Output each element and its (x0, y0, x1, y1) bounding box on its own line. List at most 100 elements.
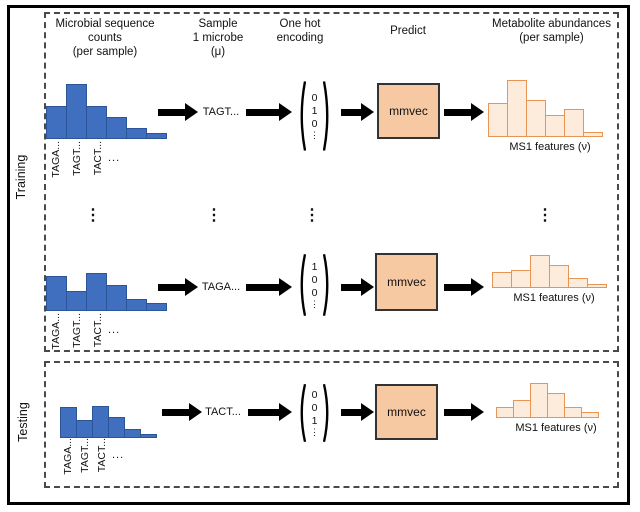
hist-bar (140, 434, 157, 438)
mmvec-model-box: mmvec (377, 83, 440, 139)
arrow-right-icon (162, 403, 202, 421)
sequence-x-label: TAGT... (79, 438, 91, 473)
vector-entry: 1 (311, 261, 318, 273)
model-label: mmvec (387, 405, 426, 419)
hist-bar (581, 412, 599, 418)
header-line: counts (88, 32, 122, 44)
header-predict: Predict (366, 24, 450, 38)
sampled-microbe-text: TACT... (205, 406, 241, 418)
hist-bar (108, 417, 125, 438)
mmvec-model-box: mmvec (375, 253, 438, 311)
vector-ellipsis: ⋮ (310, 427, 319, 437)
hist-bar (587, 284, 607, 288)
hist-bar (126, 299, 147, 311)
mmvec-model-box: mmvec (375, 384, 438, 440)
sequence-x-label-ellipsis: ... (108, 152, 121, 164)
sequence-x-label: TAGT... (71, 141, 83, 176)
one-hot-vector: 0 1 0 ⋮ (298, 80, 338, 152)
header-sample-1-microbe: Sample 1 microbe (μ) (175, 17, 261, 59)
right-paren-icon (323, 384, 329, 442)
header-line: (μ) (210, 46, 226, 58)
header-metabolite-abundances: Metabolite abundances (per sample) (481, 17, 622, 45)
arrow-right-icon (158, 278, 198, 296)
vector-entry: 0 (311, 274, 318, 286)
sequence-x-label: TAGA... (50, 313, 62, 350)
ms1-features-label: MS1 features (ν) (515, 422, 597, 434)
hist-bar (66, 84, 87, 139)
hist-bar (86, 273, 107, 311)
vector-entry: 0 (311, 402, 318, 414)
hist-bar (507, 80, 527, 137)
vector-entry: 1 (311, 415, 318, 427)
sampled-microbe-text: TAGT... (202, 106, 240, 118)
vector-ellipsis: ⋮ (310, 299, 319, 309)
metabolite-histogram (488, 77, 608, 137)
hist-bar (496, 407, 514, 418)
hist-bar (86, 106, 107, 139)
vector-entry: 1 (311, 105, 318, 117)
right-paren-icon (323, 81, 329, 151)
sequence-x-label-ellipsis: ... (108, 324, 121, 336)
model-label: mmvec (387, 275, 426, 289)
model-label: mmvec (389, 104, 428, 118)
left-paren-icon (300, 81, 306, 151)
hist-bar (106, 285, 127, 311)
header-line: Predict (390, 25, 426, 37)
figure-border (7, 5, 630, 505)
arrow-right-icon (246, 278, 292, 296)
column-ellipsis: ⋮ (304, 207, 320, 224)
vector-entry: 0 (311, 389, 318, 401)
vector-entry: 0 (311, 118, 318, 130)
sequence-x-label: TACT... (92, 141, 104, 176)
sequence-histogram (46, 251, 174, 311)
hist-bar (146, 303, 167, 311)
header-line: Sample (198, 18, 238, 30)
hist-bar (126, 128, 147, 139)
training-label: Training (14, 154, 28, 200)
hist-bar (530, 383, 548, 418)
arrow-right-icon (444, 103, 484, 121)
hist-bar (66, 291, 87, 311)
hist-bar (526, 100, 546, 137)
hist-bar (92, 406, 109, 438)
header-line: Metabolite abundances (492, 18, 611, 30)
sequence-x-label: TACT... (96, 438, 108, 473)
header-line: (per sample) (72, 46, 138, 58)
hist-bar (564, 407, 582, 418)
arrow-right-icon (341, 403, 374, 421)
column-ellipsis: ⋮ (85, 207, 101, 224)
sequence-x-label: TAGA... (50, 141, 62, 178)
sequence-histogram (60, 378, 164, 438)
hist-bar (146, 133, 167, 139)
hist-bar (76, 420, 93, 438)
one-hot-vector: 1 0 0 ⋮ (298, 253, 338, 317)
testing-section-box (44, 361, 619, 488)
hist-bar (583, 132, 603, 137)
hist-bar (549, 265, 569, 288)
hist-bar (530, 255, 550, 288)
sampled-microbe-text: TAGA... (201, 281, 241, 293)
sequence-histogram (46, 79, 174, 139)
hist-bar (124, 429, 141, 438)
hist-bar (106, 117, 127, 139)
arrow-right-icon (444, 278, 484, 296)
hist-bar (547, 393, 565, 418)
left-paren-icon (300, 384, 306, 442)
hist-bar (568, 278, 588, 288)
sequence-x-label: TACT... (92, 313, 104, 348)
arrow-right-icon (341, 278, 374, 296)
hist-bar (46, 276, 67, 311)
sequence-x-label: TAGT... (71, 313, 83, 348)
arrow-right-icon (246, 103, 292, 121)
training-section-box (44, 12, 619, 352)
column-ellipsis: ⋮ (537, 207, 553, 224)
left-paren-icon (300, 254, 306, 316)
ms1-features-label: MS1 features (ν) (513, 292, 595, 304)
vector-ellipsis: ⋮ (310, 130, 319, 140)
header-line: (per sample) (519, 32, 584, 44)
header-one-hot-encoding: One hot encoding (258, 17, 342, 45)
hist-bar (545, 115, 565, 137)
header-line: 1 microbe (192, 32, 244, 44)
arrow-right-icon (158, 103, 198, 121)
